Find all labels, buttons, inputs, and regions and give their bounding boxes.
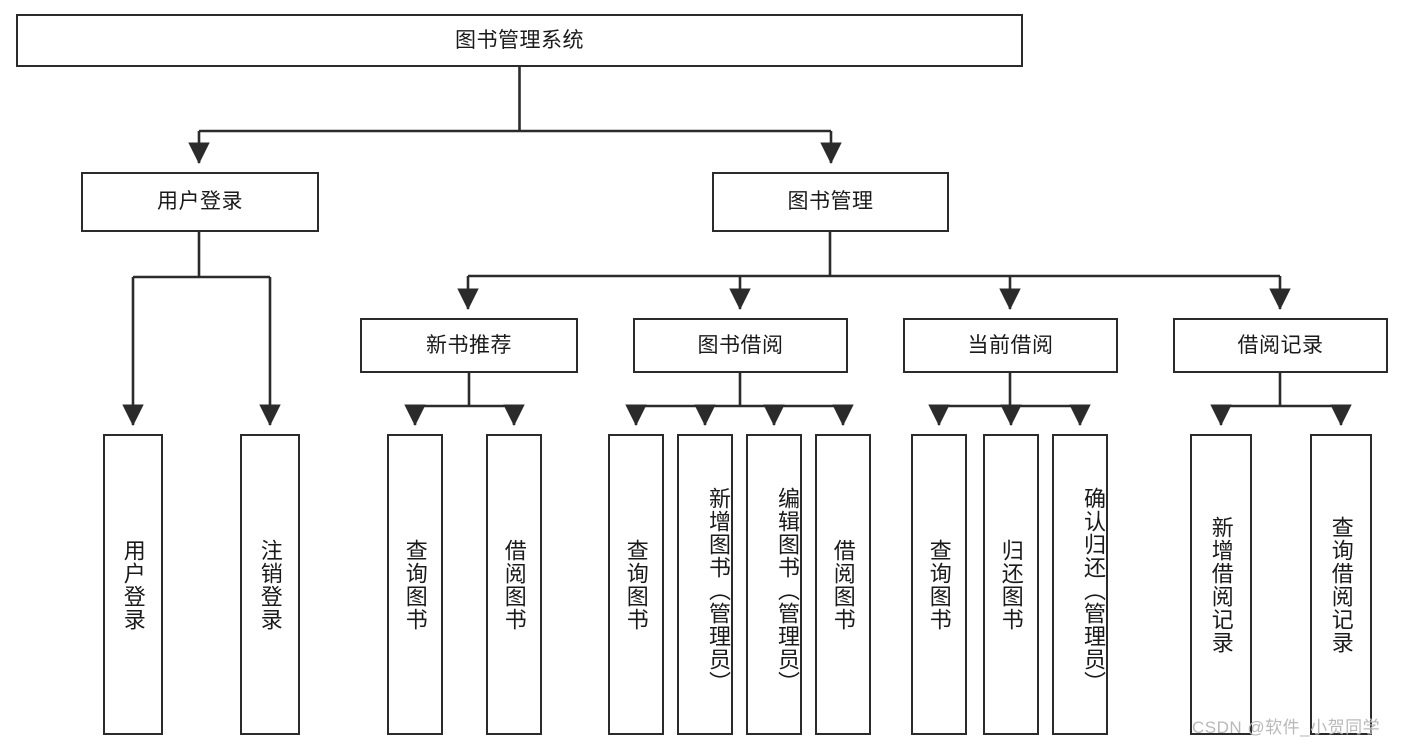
node-root[interactable]: 图书管理系统 bbox=[16, 14, 1023, 67]
node-leaf-logout[interactable]: 注销登录 bbox=[240, 434, 300, 735]
node-level1-book-management[interactable]: 图书管理 bbox=[712, 172, 949, 232]
node-leaf-edit-book-admin[interactable]: 编辑图书（管理员） bbox=[746, 434, 802, 735]
node-level2-book-borrow[interactable]: 图书借阅 bbox=[633, 318, 848, 373]
node-leaf-query-book-current[interactable]: 查询图书 bbox=[911, 434, 967, 735]
node-level1-user-login[interactable]: 用户登录 bbox=[81, 172, 319, 232]
node-leaf-borrow-book[interactable]: 借阅图书 bbox=[815, 434, 871, 735]
node-leaf-add-borrow-record[interactable]: 新增借阅记录 bbox=[1190, 434, 1252, 735]
node-leaf-confirm-return-admin[interactable]: 确认归还（管理员） bbox=[1052, 434, 1108, 735]
node-level2-current-borrow[interactable]: 当前借阅 bbox=[903, 318, 1118, 373]
node-leaf-borrow-book-recommend[interactable]: 借阅图书 bbox=[486, 434, 542, 735]
node-leaf-query-borrow-record[interactable]: 查询借阅记录 bbox=[1310, 434, 1372, 735]
node-leaf-return-book[interactable]: 归还图书 bbox=[983, 434, 1039, 735]
csdn-watermark: CSDN @软件_小贺同学 bbox=[1192, 718, 1381, 737]
node-leaf-query-book-recommend[interactable]: 查询图书 bbox=[387, 434, 443, 735]
node-leaf-add-book-admin[interactable]: 新增图书（管理员） bbox=[677, 434, 733, 735]
node-leaf-user-login[interactable]: 用户登录 bbox=[103, 434, 163, 735]
node-leaf-query-book-borrow[interactable]: 查询图书 bbox=[608, 434, 664, 735]
node-level2-borrow-record[interactable]: 借阅记录 bbox=[1173, 318, 1388, 373]
node-level2-new-book-recommend[interactable]: 新书推荐 bbox=[360, 318, 578, 373]
